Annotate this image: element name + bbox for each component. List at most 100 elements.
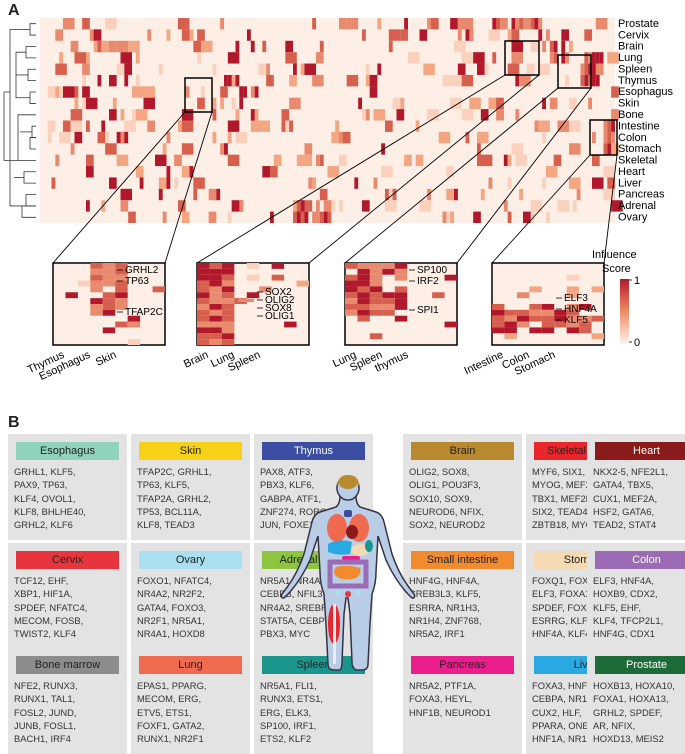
inset-gene-label: SPI1: [417, 305, 439, 316]
tissue-card-genes: NR5A2, PTF1A,FOXA3, HEYL,HNF1B, NEUROD1: [409, 679, 517, 719]
gene-line: ESRRG, KLF2,: [532, 614, 596, 626]
gene-line: TCF12, EHF,: [14, 575, 69, 586]
gene-line: CEBPA, NR1H3,: [532, 693, 602, 705]
gene-line: NR5A2, IRF1: [409, 628, 465, 640]
gene-line: PBX3, KLF6,: [260, 479, 315, 491]
stomach-organ: [351, 544, 369, 556]
tissue-card-title: Prostate: [595, 656, 685, 674]
gene-line: ESRRA, NR1H3,: [409, 601, 480, 613]
gene-line: NR1H4, ZNF768,: [409, 614, 482, 626]
tissue-label: Prostate: [618, 18, 659, 30]
gene-line: ETS2, KLF2: [260, 733, 312, 745]
gene-line: GATA4, FOXO3,: [137, 601, 206, 613]
zoom-box: [557, 54, 592, 89]
gene-line: NEUROD6, NFIX,: [409, 505, 485, 517]
tissue-card-genes: HNF4G, HNF4A,CREB3L3, KLF5,ESRRA, NR1H3,…: [409, 574, 517, 640]
tissue-label: Heart: [618, 166, 645, 178]
zoom-box: [589, 119, 618, 156]
tissue-card-genes: TFAP2C, GRHL1,TP63, KLF5,TFAP2A, GRHL2,T…: [137, 465, 245, 531]
gene-line: OLIG1, POU3F3,: [409, 479, 481, 491]
gene-line: KLF8, BHLHE40,: [14, 505, 86, 517]
inset-gene-label: SOX2: [265, 287, 292, 298]
legend-title-line1: Influence: [592, 249, 637, 261]
tissue-card-genes: FOXA3, HNF4A,CEBPA, NR1H3,CUX2, HLF,PPAR…: [532, 679, 640, 745]
spleen-organ: [365, 540, 373, 552]
tissue-card-genes: NKX2-5, NFE2L1,GATA4, TBX5,CUX1, MEF2A,H…: [593, 465, 685, 531]
tissue-label: Adrenal: [618, 200, 656, 212]
zoom-boxes: [184, 40, 618, 156]
influence-legend: Influence Score 1 0: [592, 249, 640, 349]
gene-line: NFE2, RUNX3,: [14, 680, 78, 691]
gene-line: ZNF274, RORC,: [260, 505, 330, 517]
dendrogram: [3, 23, 36, 218]
tissue-card-genes: HOXB13, HOXA10,FOXA1, HOXA13,GRHL2, SPDE…: [593, 679, 685, 745]
tissue-card-genes: TCF12, EHF,XBP1, HIF1A,SPDEF, NFATC4,MEC…: [14, 574, 122, 640]
gene-line: ELF3, FOXA1,: [532, 588, 593, 600]
inset-gene-label: SP100: [417, 265, 447, 276]
tissue-label: Lung: [618, 52, 642, 64]
tissue-card-title: Esophagus: [16, 442, 119, 460]
gene-line: SPDEF, FOXP4,: [532, 601, 601, 613]
gene-line: NR5A2, PTF1A,: [409, 680, 477, 691]
gene-line: KLF4, TFCP2L1,: [593, 614, 664, 626]
tissue-card-title: Lung: [139, 656, 242, 674]
gene-line: SPDEF, NFATC4,: [14, 601, 88, 613]
thymus-organ: [344, 510, 352, 517]
zoom-box: [504, 40, 540, 76]
gene-line: GATA4, TBX5,: [593, 479, 654, 491]
hair: [337, 475, 359, 486]
gene-line: RUNX1, NR2F1: [137, 733, 204, 745]
small-intestine-organ: [334, 565, 361, 580]
tissue-label: Spleen: [618, 63, 652, 75]
heatmap-figure: ProstateCervixBrainLungSpleenThymusEsoph…: [3, 18, 674, 383]
brain-organ: [339, 477, 357, 489]
tissue-labels: ProstateCervixBrainLungSpleenThymusEsoph…: [618, 18, 674, 224]
gene-line: NR4A2, SREBF1,: [260, 601, 335, 613]
inset-gene-label: OLIG2: [265, 295, 295, 306]
gene-line: GRHL1, KLF5,: [14, 466, 76, 477]
tissue-card-genes: PAX8, ATF3,PBX3, KLF6,GABPA, ATF1,ZNF274…: [260, 465, 368, 531]
liver-organ: [328, 540, 352, 555]
tissue-label: Intestine: [618, 120, 660, 132]
gene-line: HOXB9, CDX2,: [593, 588, 658, 600]
gene-line: ZBTB18, MYOD1: [532, 519, 605, 531]
inset-gene-label: GRHL2: [125, 265, 159, 276]
gene-line: TFAP2A, GRHL2,: [137, 492, 211, 504]
tissue-label: Esophagus: [618, 86, 674, 98]
gene-line: NKX2-5, NFE2L1,: [593, 466, 669, 477]
gene-line: TWIST2, KLF4: [14, 628, 76, 640]
ovary-right-organ: [355, 589, 361, 595]
tissue-card-title: Pancreas: [411, 656, 514, 674]
gene-line: MECOM, FOSB,: [14, 614, 84, 626]
gene-line: FOXQ1, FOXA3,: [532, 575, 603, 586]
gene-line: TFAP2C, GRHL1,: [137, 466, 212, 477]
gene-line: PBX3, MYC: [260, 628, 311, 640]
ovary-left-organ: [335, 589, 341, 595]
tissue-card-title: Thymus: [262, 442, 365, 460]
gene-line: PAX9, TP63,: [14, 479, 68, 491]
gene-line: STAT5A, CEBPD,: [260, 614, 335, 626]
gene-line: KLF4, OVOL1,: [14, 492, 76, 504]
gene-line: TP63, KLF5,: [137, 479, 190, 491]
gene-line: JUNB, FOSL1,: [14, 719, 76, 731]
gene-line: OLIG2, SOX8,: [409, 466, 470, 477]
tissue-label: Cervix: [618, 29, 650, 41]
gene-line: SIX2, TEAD4,: [532, 505, 591, 517]
tissue-label: Ovary: [618, 211, 648, 223]
gene-line: FOXF1, GATA2,: [137, 719, 205, 731]
gene-line: HSF2, GATA6,: [593, 505, 655, 517]
inset-gene-label: TP63: [125, 276, 149, 287]
tissue-card-title: Brain: [411, 442, 514, 460]
inset-gene-label: HNF4A: [564, 304, 597, 315]
lung-left-organ: [327, 514, 347, 542]
gene-line: FOXO1, NFATC4,: [137, 575, 212, 586]
